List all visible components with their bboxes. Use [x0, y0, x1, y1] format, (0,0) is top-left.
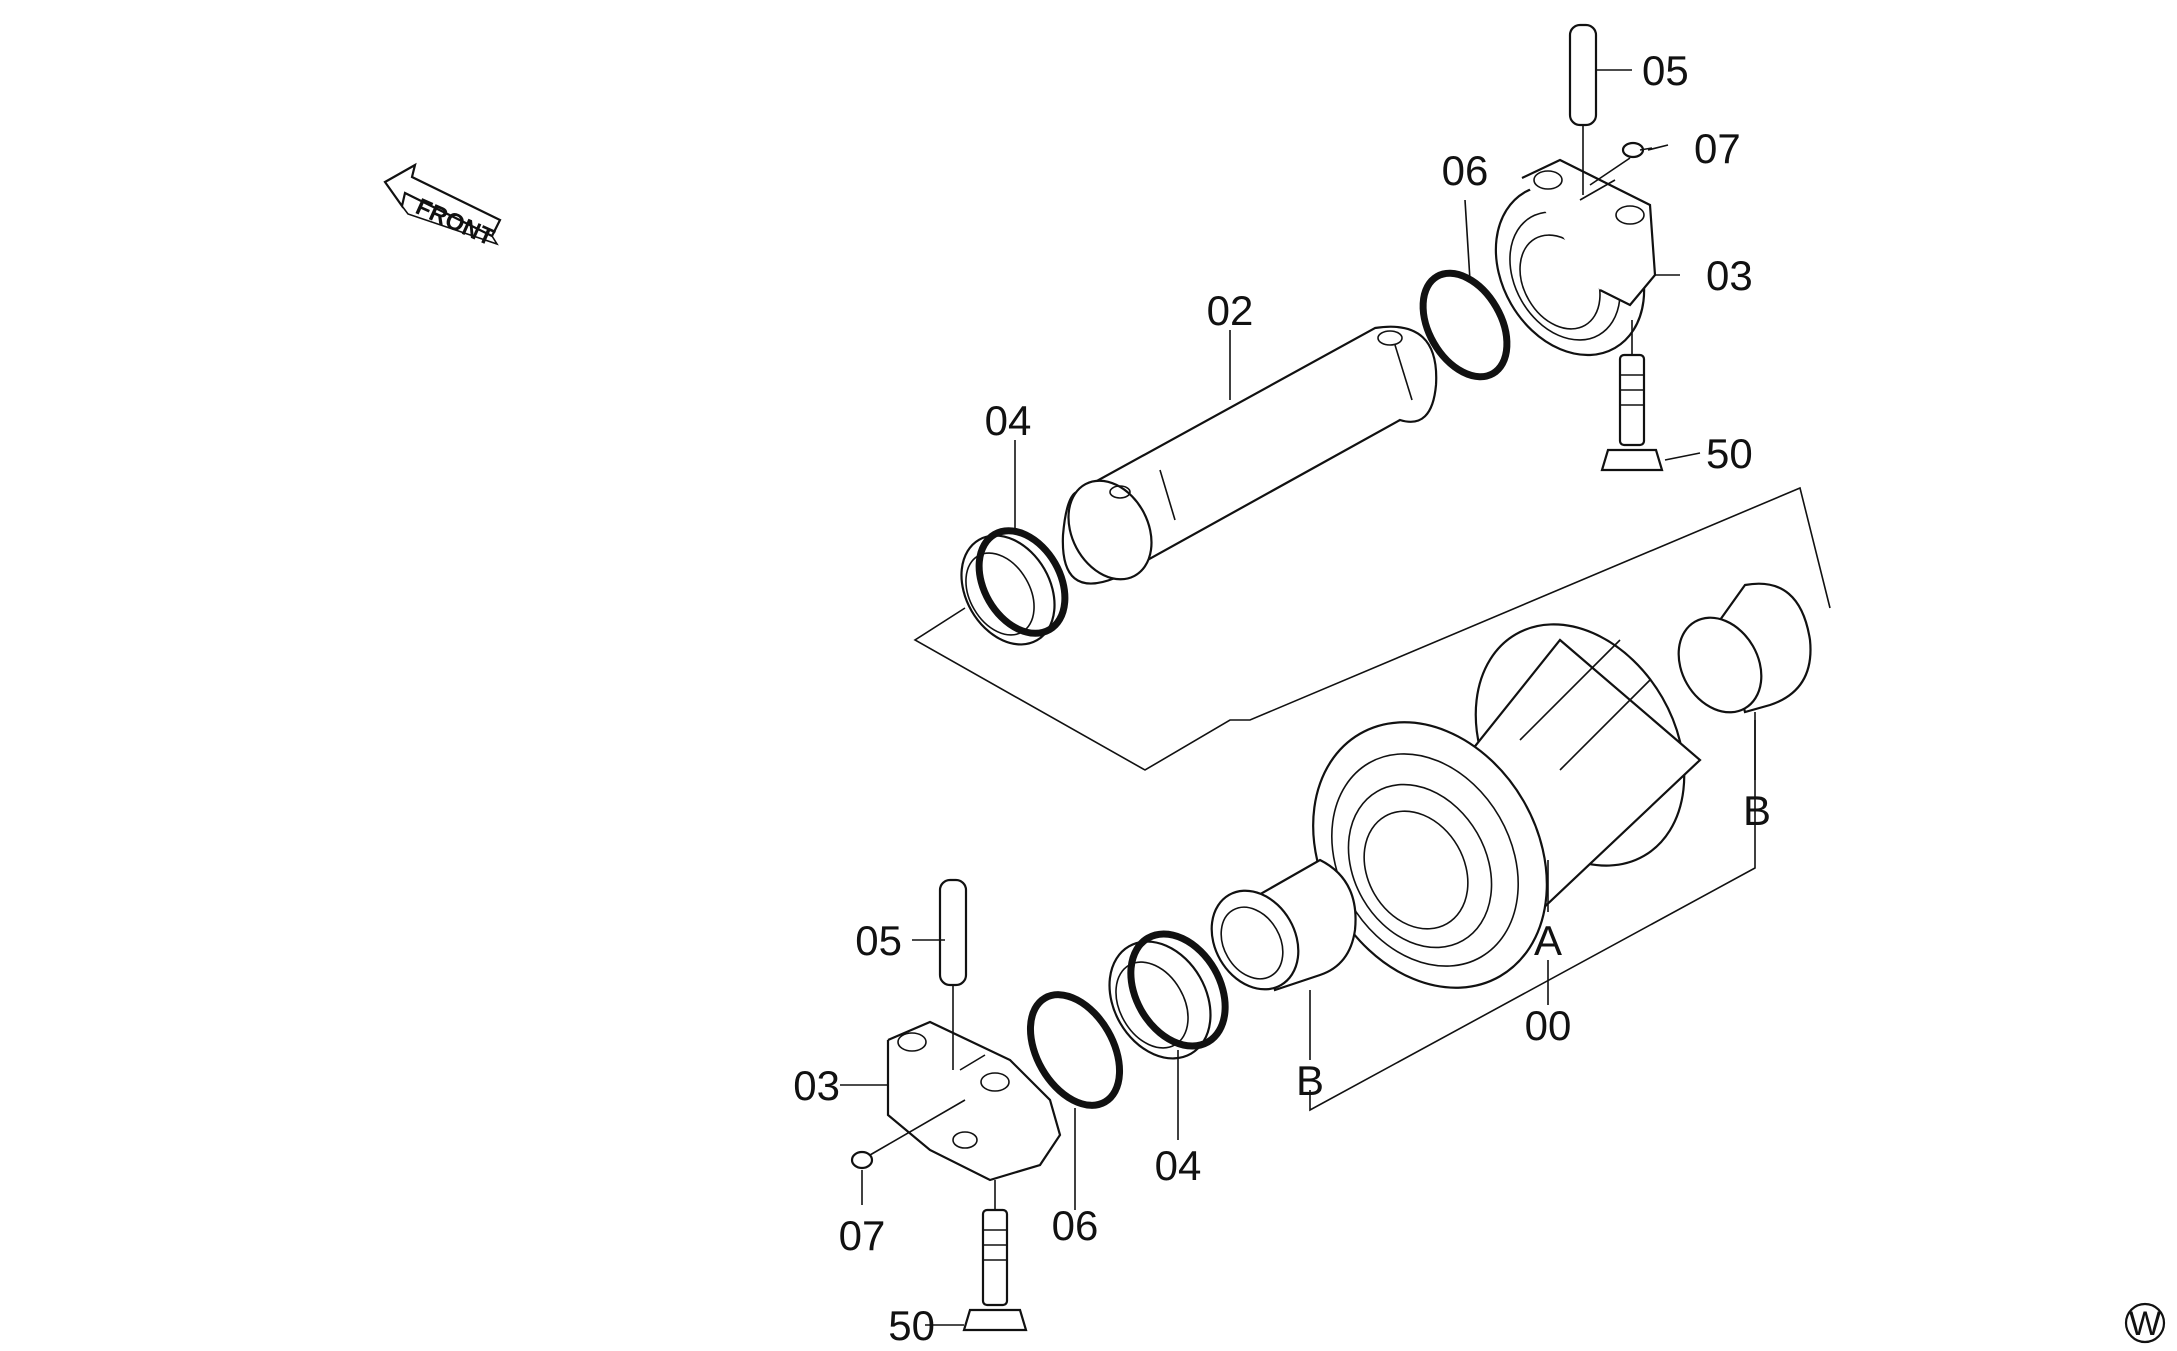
track-roller-body: [1312, 623, 1702, 989]
o-ring-lower: [1026, 991, 1124, 1109]
leader-lines: [840, 69, 1756, 1326]
callout-50-bottom: 50: [888, 1302, 935, 1349]
floating-seal-upper: [960, 527, 1069, 646]
callout-50-top: 50: [1706, 430, 1753, 477]
callout-05-top: 05: [1642, 47, 1689, 94]
callout-B-right: B: [1743, 787, 1771, 834]
collar-upper: [1494, 158, 1657, 357]
shaft-part: [1061, 325, 1438, 585]
bushing-left: [1210, 858, 1357, 992]
floating-seal-lower: [1108, 930, 1229, 1060]
bolt-lower: [962, 1180, 1028, 1332]
callout-03-top: 03: [1706, 252, 1753, 299]
callout-04-bottom: 04: [1155, 1142, 1202, 1189]
plug-lower: [850, 1099, 966, 1170]
bushing-right: [1677, 582, 1812, 714]
callout-02: 02: [1207, 287, 1254, 334]
pin-lower: [938, 878, 968, 1070]
front-arrow-icon: FRONT: [383, 162, 502, 252]
callout-B-left: B: [1296, 1057, 1324, 1104]
plug-upper: [1589, 141, 1653, 186]
o-ring-upper: [1419, 269, 1511, 381]
callout-07-bottom: 07: [839, 1212, 886, 1259]
bolt-upper: [1600, 320, 1664, 472]
corner-circled-w-icon: W: [2124, 1302, 2166, 1344]
callout-06-top: 06: [1442, 147, 1489, 194]
callout-A: A: [1534, 917, 1562, 964]
callout-06-bottom: 06: [1052, 1202, 1099, 1249]
upper-layout-frame: [913, 486, 1831, 771]
callout-04-top: 04: [985, 397, 1032, 444]
callout-07-top: 07: [1694, 125, 1741, 172]
callout-03-bottom: 03: [793, 1062, 840, 1109]
corner-mark-text: W: [2129, 1305, 2161, 1343]
callout-05-bottom: 05: [855, 917, 902, 964]
assembly-bracket: [1309, 720, 1756, 1112]
pin-upper: [1568, 23, 1598, 195]
callout-00: 00: [1525, 1002, 1572, 1049]
